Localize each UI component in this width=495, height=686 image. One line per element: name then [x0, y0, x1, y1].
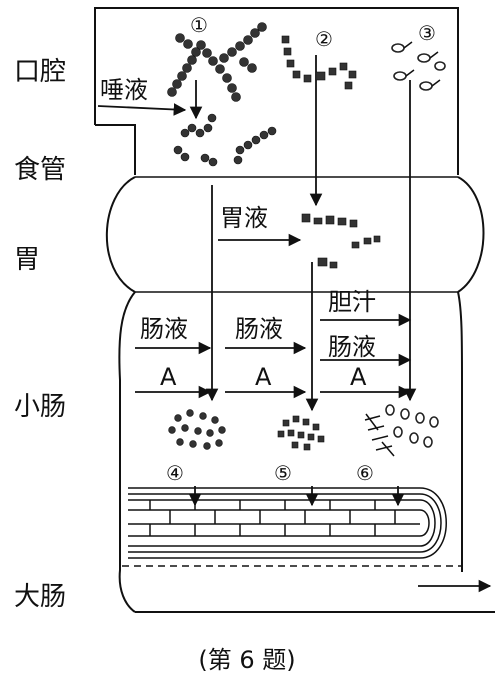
marker-4: ④ [166, 461, 184, 485]
marker-3: ③ [418, 21, 436, 45]
label-esophagus: 食管 [14, 155, 66, 185]
label-large-intestine: 大肠 [14, 582, 66, 612]
label-mouth: 口腔 [14, 57, 66, 87]
starch-chain [167, 22, 267, 102]
figure-caption: (第 6 题) [198, 646, 295, 674]
amino-acid-particles [277, 415, 325, 451]
protein-chain [281, 35, 357, 90]
label-intestinal-juice-1: 肠液 [140, 315, 188, 343]
label-a-2: A [255, 363, 272, 391]
intestinal-wall [128, 487, 447, 559]
label-stomach: 胃 [14, 245, 40, 275]
digestion-path-arrows [188, 55, 492, 593]
tract-outline [94, 7, 495, 613]
label-a-1: A [160, 363, 177, 391]
marker-6: ⑥ [356, 461, 374, 485]
label-bile: 胆汁 [328, 288, 376, 316]
label-gastric-juice: 胃液 [220, 204, 268, 232]
maltose-fragments [173, 113, 277, 167]
fat-droplets [391, 41, 446, 91]
marker-5: ⑤ [274, 461, 292, 485]
label-a-3: A [350, 363, 367, 391]
label-intestinal-juice-3: 肠液 [328, 333, 376, 361]
label-intestinal-juice-2: 肠液 [235, 315, 283, 343]
marker-1: ① [190, 13, 208, 37]
label-saliva: 唾液 [100, 76, 148, 104]
juice-arrows [97, 103, 412, 399]
glycerol-fatty-acid-particles [364, 404, 439, 457]
glucose-particles [168, 409, 226, 450]
label-small-intestine: 小肠 [14, 392, 66, 422]
marker-2: ② [315, 27, 333, 51]
peptide-fragments [301, 213, 381, 269]
